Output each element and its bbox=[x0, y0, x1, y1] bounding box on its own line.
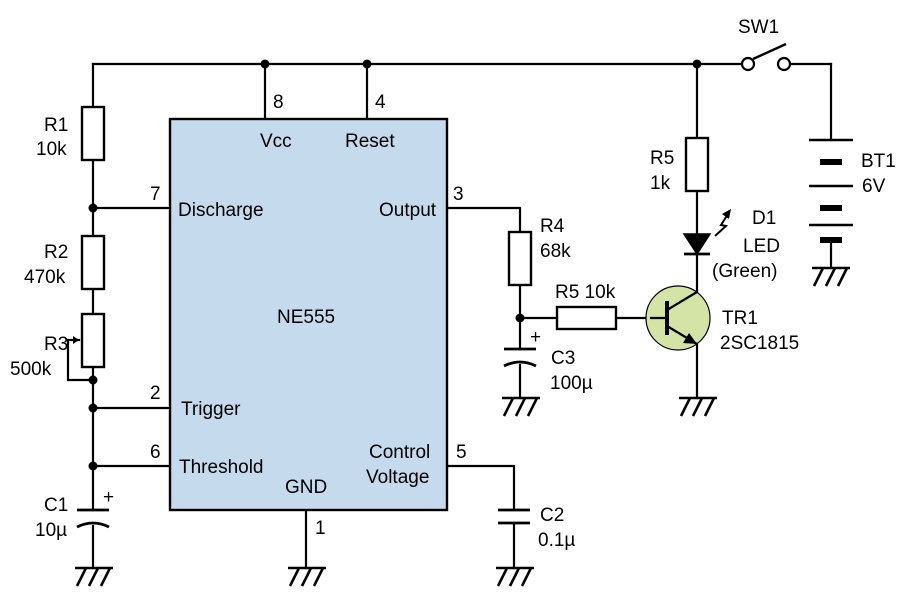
resistor-r5-base: R5 10k bbox=[555, 282, 618, 331]
r1-ref: R1 bbox=[44, 115, 68, 136]
ground-icon bbox=[812, 266, 850, 287]
potentiometer-r3-body bbox=[80, 312, 106, 369]
pin-number-8: 8 bbox=[273, 92, 284, 113]
junction-dot bbox=[362, 59, 372, 69]
resistor-r4-body bbox=[507, 230, 533, 287]
ic-name: NE555 bbox=[277, 307, 335, 328]
sw1-ref: SW1 bbox=[738, 17, 779, 38]
resistor-r5-base-body bbox=[555, 305, 618, 331]
bt1-ref: BT1 bbox=[861, 151, 896, 172]
resistor-r2-body bbox=[80, 234, 106, 291]
r5-led-value: 1k bbox=[650, 173, 671, 194]
switch-contact-left bbox=[740, 56, 756, 72]
pin-number-5: 5 bbox=[456, 442, 467, 463]
led-d1: D1 LED (Green) bbox=[682, 208, 780, 282]
light-emission-icon bbox=[714, 209, 731, 237]
pin-label-discharge: Discharge bbox=[178, 200, 264, 221]
capacitor-c1: + C1 10µ bbox=[35, 487, 114, 541]
r5-led-ref: R5 bbox=[650, 148, 674, 169]
d1-ref: D1 bbox=[752, 208, 776, 229]
pin-label-gnd: GND bbox=[285, 477, 327, 498]
capacitor-c2: C2 0.1µ bbox=[498, 505, 575, 551]
r4-value: 68k bbox=[540, 241, 571, 262]
led-triangle-icon bbox=[682, 233, 712, 256]
c3-polarity: + bbox=[530, 327, 541, 348]
resistor-r5-led: R5 1k bbox=[650, 136, 710, 194]
pin-number-6: 6 bbox=[150, 442, 161, 463]
pin-label-reset: Reset bbox=[345, 131, 395, 152]
junctions bbox=[88, 59, 702, 471]
ground-icon bbox=[75, 566, 113, 587]
r5-base-label: R5 10k bbox=[555, 282, 616, 303]
c1-plate-negative bbox=[76, 521, 110, 529]
junction-dot bbox=[260, 59, 270, 69]
ic-body bbox=[168, 117, 449, 512]
r1-value: 10k bbox=[36, 139, 67, 160]
pin-label-control: Control bbox=[369, 442, 430, 463]
resistor-r2: R2 470k bbox=[24, 234, 106, 291]
junction-dot bbox=[515, 313, 525, 323]
transistor-envelope bbox=[645, 285, 711, 351]
resistor-r4: R4 68k bbox=[507, 216, 571, 287]
pin-label-output: Output bbox=[379, 200, 437, 221]
ground-icon bbox=[679, 396, 717, 417]
c1-value: 10µ bbox=[35, 520, 67, 541]
emitter-arrow-icon bbox=[683, 333, 697, 344]
junction-dot bbox=[88, 375, 98, 385]
resistor-r1-body bbox=[80, 105, 106, 162]
r2-ref: R2 bbox=[44, 242, 68, 263]
pin-label-vcc: Vcc bbox=[260, 131, 292, 152]
r3-value: 500k bbox=[10, 359, 52, 380]
transistor-collector bbox=[666, 290, 699, 311]
c1-polarity: + bbox=[103, 487, 114, 508]
c3-plate-negative bbox=[503, 360, 537, 368]
pin-number-4: 4 bbox=[375, 92, 386, 113]
junction-dot bbox=[88, 461, 98, 471]
ground-icons bbox=[75, 266, 850, 587]
d1-color: (Green) bbox=[712, 261, 777, 282]
c3-ref: C3 bbox=[551, 348, 575, 369]
resistor-r5-led-body bbox=[684, 136, 710, 193]
r2-value: 470k bbox=[24, 267, 66, 288]
tr1-ref: TR1 bbox=[722, 308, 758, 329]
wiper-arrow-icon bbox=[73, 336, 79, 344]
ground-icon bbox=[502, 396, 540, 417]
pin-label-threshold: Threshold bbox=[179, 457, 264, 478]
potentiometer-r3: R3 500k bbox=[10, 312, 106, 380]
junction-dot bbox=[692, 59, 702, 69]
ground-icon bbox=[288, 566, 326, 587]
pin-label-voltage: Voltage bbox=[366, 467, 429, 488]
c3-value: 100µ bbox=[550, 373, 593, 394]
tr1-part: 2SC1815 bbox=[720, 333, 799, 354]
c2-value: 0.1µ bbox=[538, 530, 575, 551]
wires bbox=[66, 62, 833, 570]
pin-number-1: 1 bbox=[315, 518, 326, 539]
junction-dot bbox=[88, 403, 98, 413]
pin-number-7: 7 bbox=[150, 184, 161, 205]
junction-dot bbox=[88, 203, 98, 213]
c1-ref: C1 bbox=[44, 495, 68, 516]
switch-sw1: SW1 bbox=[738, 17, 792, 72]
pin-number-2: 2 bbox=[150, 383, 161, 404]
r3-ref: R3 bbox=[44, 334, 68, 355]
r4-ref: R4 bbox=[540, 216, 565, 237]
transistor-tr1: TR1 2SC1815 bbox=[645, 285, 799, 354]
switch-lever bbox=[752, 42, 787, 61]
d1-type: LED bbox=[743, 236, 780, 257]
bt1-value: 6V bbox=[862, 176, 886, 197]
battery-bt1: BT1 6V bbox=[809, 138, 896, 243]
switch-contact-right bbox=[776, 56, 792, 72]
resistor-r1: R1 10k bbox=[36, 105, 106, 162]
capacitor-c3: + C3 100µ bbox=[503, 327, 593, 394]
pin-number-3: 3 bbox=[453, 184, 464, 205]
ground-icon bbox=[496, 566, 534, 587]
pin-label-trigger: Trigger bbox=[181, 399, 241, 420]
ic-ne555: NE555 Vcc Reset Discharge Output Trigger… bbox=[150, 92, 467, 539]
c2-ref: C2 bbox=[540, 505, 564, 526]
